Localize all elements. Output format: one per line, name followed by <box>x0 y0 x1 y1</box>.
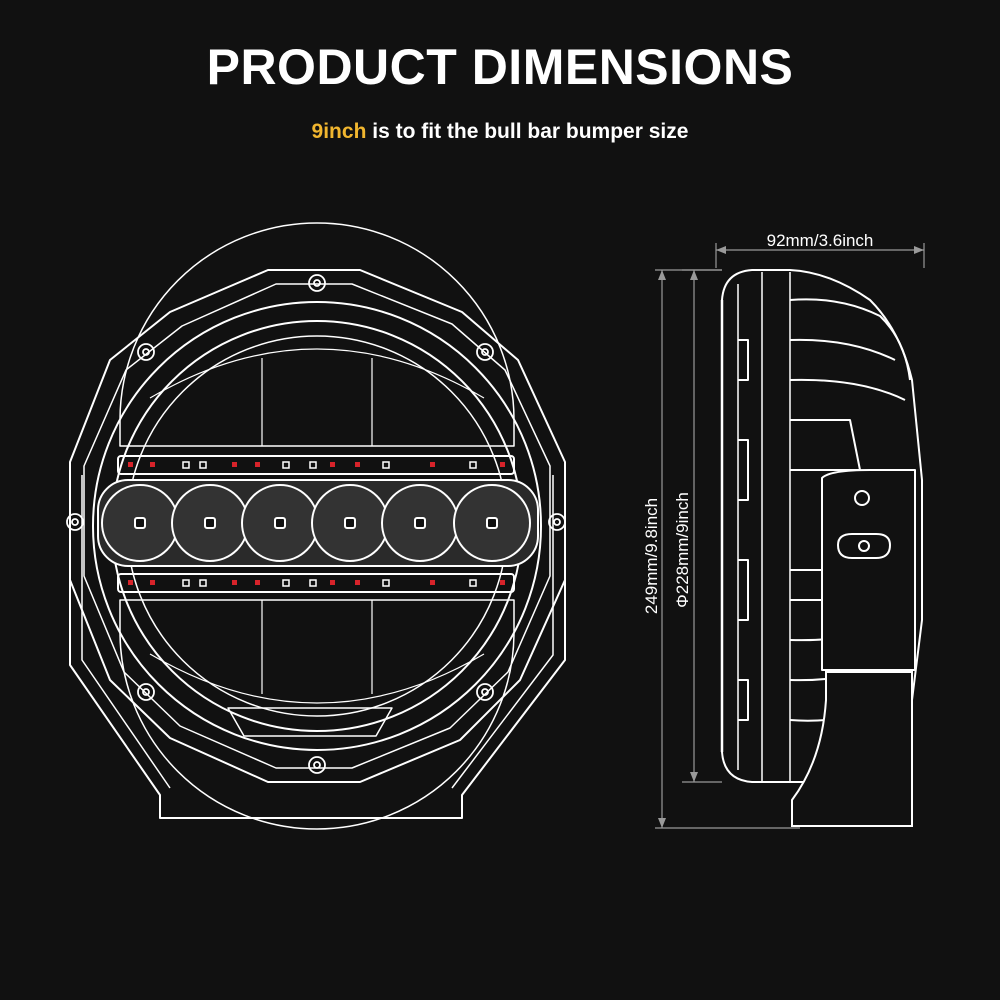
dimension-lines <box>655 243 925 829</box>
diameter-label: Φ228mm/9inch <box>673 492 692 608</box>
bezel-ring <box>92 301 542 751</box>
drl-leds <box>128 462 505 585</box>
upper-lens <box>119 222 515 447</box>
highlight-size: 9inch <box>311 120 367 143</box>
screw-icons <box>66 274 566 774</box>
logo-slot <box>227 707 393 737</box>
side-bracket-foot <box>791 671 913 827</box>
height-label: 249mm/9.8inch <box>642 498 661 614</box>
side-bracket <box>821 469 916 671</box>
page-subtitle: 9inch is to fit the bull bar bumper size <box>0 120 1000 144</box>
depth-label: 92mm/3.6inch <box>767 231 874 250</box>
drl-top <box>117 455 515 475</box>
drl-bottom <box>117 573 515 593</box>
lower-lens <box>119 599 515 830</box>
front-view <box>66 222 566 830</box>
side-view <box>720 269 923 783</box>
subtitle-text: is to fit the bull bar bumper size <box>366 120 689 143</box>
page-title: PRODUCT DIMENSIONS <box>206 39 794 95</box>
mount-bracket <box>69 470 566 819</box>
